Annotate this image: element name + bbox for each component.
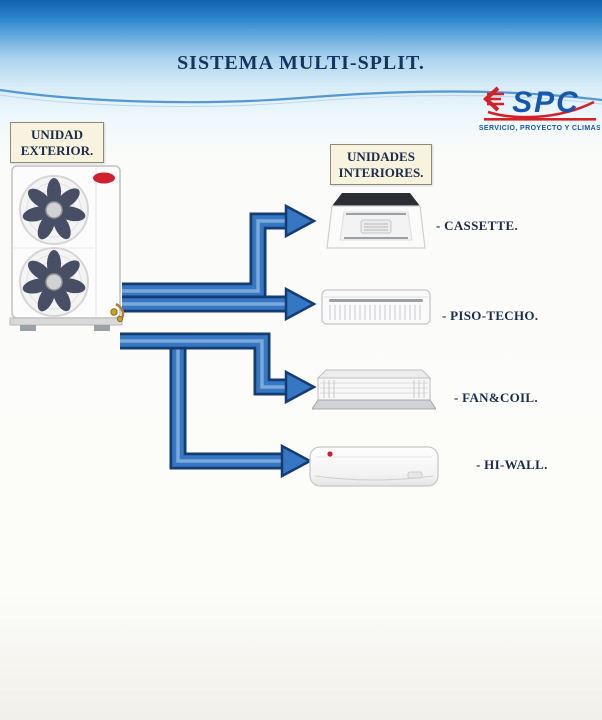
hiwall-label: - HI-WALL.: [476, 457, 548, 472]
piso-techo-label: - PISO-TECHO.: [442, 308, 539, 323]
fancoil-label: - FAN&COIL.: [454, 390, 538, 405]
piso-techo-unit-image: [320, 282, 432, 332]
logo-tagline: SERVICIO, PROYECTO Y CLIMAS: [479, 125, 600, 132]
piso-techo-illustration: [321, 289, 431, 325]
cassette-label: - CASSETTE.: [436, 218, 519, 233]
hiwall-brand-dot-icon: [327, 451, 333, 457]
fan-grille-bottom-icon: [19, 247, 89, 317]
fancoil-illustration: [311, 369, 437, 410]
logo-underline: [484, 118, 596, 121]
fancoil-unit-image: [311, 366, 437, 414]
hiwall-unit-image: [308, 442, 440, 494]
arrow-to-fancoil-icon: [120, 332, 317, 405]
arrow-to-hiwall-icon: [169, 341, 313, 479]
cassette-illustration: [326, 193, 426, 249]
cassette-unit-image: [320, 190, 430, 256]
outdoor-unit-image: [4, 164, 128, 336]
refrigerant-pipes-icon: [110, 302, 125, 323]
spc-logo: SPC SERVICIO, PROYECTO Y CLIMAS: [478, 80, 601, 136]
page-title: SISTEMA MULTI-SPLIT.: [177, 52, 425, 74]
outdoor-unit-illustration: [9, 165, 125, 331]
logo-swoosh-icon: [483, 86, 595, 119]
fan-grille-top-icon: [19, 175, 89, 245]
brand-badge-icon: [93, 172, 115, 184]
outdoor-unit-label-box: UNIDAD EXTERIOR.: [10, 122, 104, 164]
hiwall-illustration: [309, 446, 439, 487]
arrow-to-piso-techo-icon: [122, 286, 317, 322]
indoor-units-label-box: UNIDADES INTERIORES.: [330, 144, 432, 186]
arrow-to-cassette-icon: [122, 203, 317, 300]
spc-logo-graphic: SPC SERVICIO, PROYECTO Y CLIMAS: [479, 86, 601, 132]
logo-text: SPC: [512, 86, 580, 119]
